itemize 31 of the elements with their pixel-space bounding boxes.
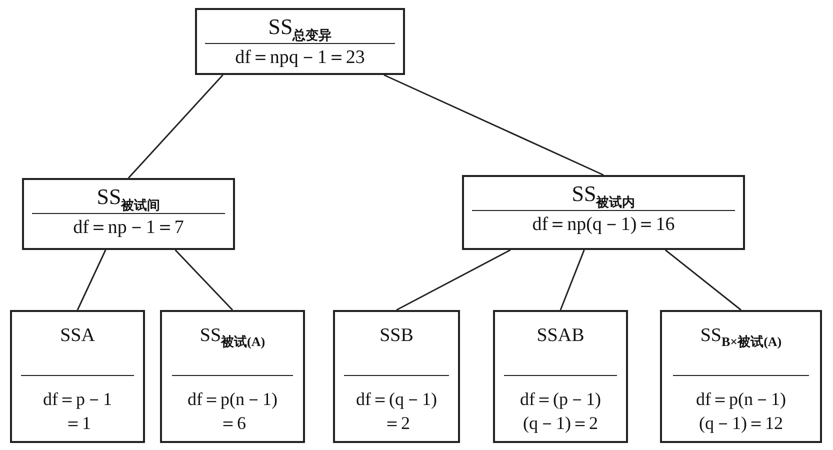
degrees-of-freedom-label: df＝np(q－1)＝16 xyxy=(472,210,735,238)
sum-of-squares-label: SSB xyxy=(380,326,414,345)
connector-line xyxy=(76,250,106,310)
sum-of-squares-label: SSA xyxy=(60,326,95,345)
node-box xyxy=(195,8,405,75)
connector-line xyxy=(128,74,224,178)
connector-line xyxy=(560,250,585,310)
sum-of-squares-label: SS$_{B×被试(A)}$ xyxy=(700,326,782,348)
degrees-of-freedom-label: df＝p－1 ＝1 xyxy=(21,375,134,435)
degrees-of-freedom-label: df＝p(n－1) (q－1)＝12 xyxy=(673,375,809,435)
sum-of-squares-label: SSAB xyxy=(536,326,584,345)
node-box xyxy=(160,310,305,443)
degrees-of-freedom-label: df＝(p－1) (q－1)＝2 xyxy=(504,375,617,435)
sum-of-squares-label: SS$_{总变异}$ xyxy=(267,16,333,42)
sum-of-squares-label: SS$_{被试间}$ xyxy=(96,186,162,212)
degrees-of-freedom-label: df＝npq－1＝23 xyxy=(205,43,395,72)
node-box xyxy=(333,310,460,443)
degrees-of-freedom-label: df＝(q－1) ＝2 xyxy=(344,375,450,435)
node-box xyxy=(660,310,822,443)
connector-line xyxy=(396,249,511,311)
node-box xyxy=(10,310,145,443)
connector-line xyxy=(664,249,742,311)
degrees-of-freedom-label: df＝p(n－1) ＝6 xyxy=(172,375,294,435)
sum-of-squares-label: SS$_{被试内}$ xyxy=(570,183,636,208)
connector-line xyxy=(384,74,604,176)
node-box xyxy=(493,310,628,443)
degrees-of-freedom-label: df＝np－1＝7 xyxy=(32,213,225,242)
sum-of-squares-label: SS$_{被试(A)}$ xyxy=(200,326,266,348)
connector-line xyxy=(174,249,234,311)
node-box xyxy=(462,175,745,250)
node-box xyxy=(22,178,235,250)
